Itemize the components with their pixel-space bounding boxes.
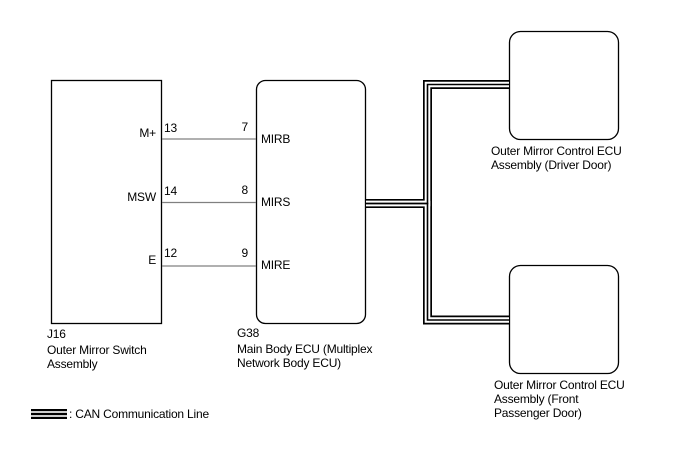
driver-mirror-ecu-name-1: Outer Mirror Control ECU [491, 144, 622, 158]
can-bus [366, 80, 509, 325]
passenger-mirror-ecu-name-3: Passenger Door) [494, 406, 582, 420]
passenger-mirror-ecu-box [508, 264, 620, 375]
terminal-label-e: E [148, 253, 156, 267]
can-line-legend-symbol [31, 409, 67, 419]
can-line-legend-label: : CAN Communication Line [69, 407, 209, 421]
switch-assembly-name-1: Outer Mirror Switch [47, 343, 147, 357]
terminal-label-mirs: MIRS [261, 195, 291, 209]
driver-mirror-ecu-name-2: Assembly (Driver Door) [491, 158, 612, 172]
pin-9: 9 [241, 246, 249, 260]
pin-13: 13 [164, 121, 177, 135]
pin-12: 12 [164, 246, 177, 260]
main-body-ecu-box [255, 79, 367, 325]
passenger-mirror-ecu-name-2: Assembly (Front [494, 392, 579, 406]
terminal-label-mirb: MIRB [261, 132, 291, 146]
terminal-label-mplus: M+ [139, 126, 156, 140]
can-line-driver [366, 80, 509, 208]
can-line-passenger [366, 199, 509, 325]
switch-assembly-code: J16 [47, 327, 66, 341]
main-body-ecu-code: G38 [237, 326, 260, 340]
pin-8: 8 [241, 183, 249, 197]
terminal-label-msw: MSW [127, 190, 156, 204]
terminal-label-mire: MIRE [261, 258, 291, 272]
driver-mirror-ecu-box [508, 30, 620, 141]
switch-assembly-name-2: Assembly [47, 357, 98, 371]
main-body-ecu-name-1: Main Body ECU (Multiplex [237, 342, 373, 356]
pin-7: 7 [241, 120, 249, 134]
pin-14: 14 [164, 184, 177, 198]
switch-assembly-box [50, 79, 163, 325]
passenger-mirror-ecu-name-1: Outer Mirror Control ECU [494, 378, 625, 392]
main-body-ecu-name-2: Network Body ECU) [237, 356, 341, 370]
